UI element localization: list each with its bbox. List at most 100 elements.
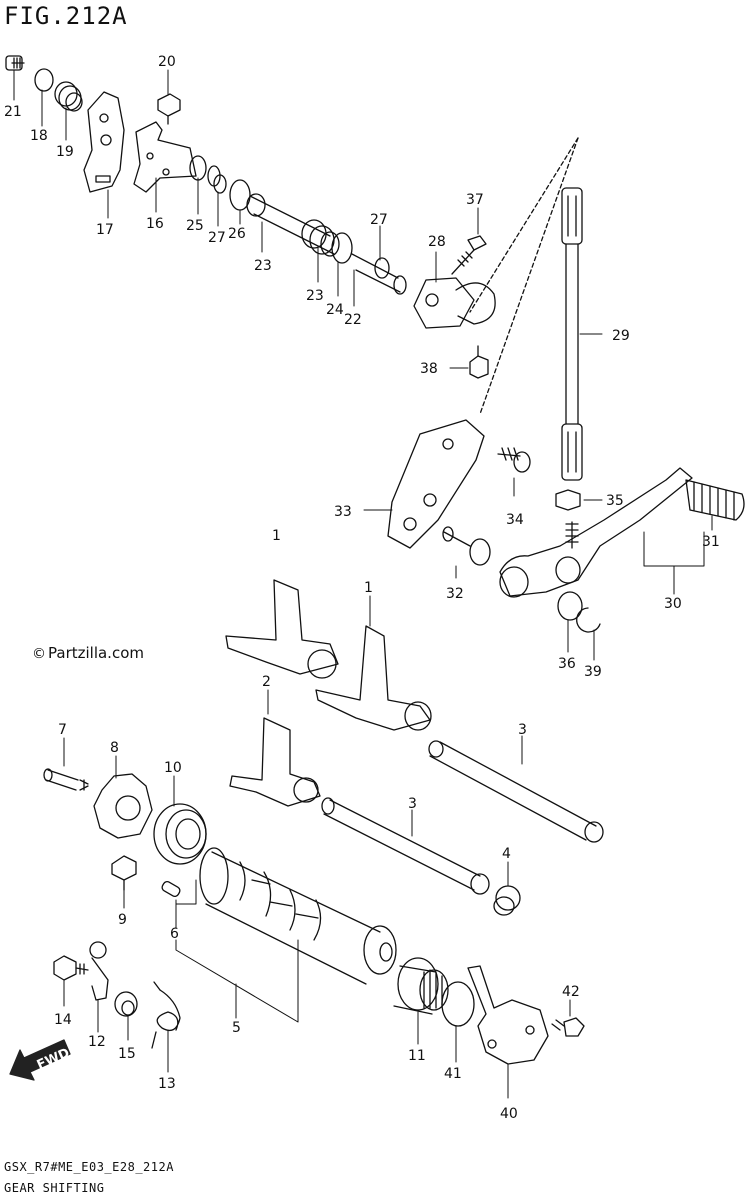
callout-12: 12 — [88, 1034, 106, 1050]
callout-8: 8 — [110, 740, 119, 756]
part-3-fork-shaft-a[interactable] — [428, 740, 604, 843]
callout-32: 32 — [446, 586, 464, 602]
callout-20: 20 — [158, 54, 176, 70]
part-33-lever[interactable] — [387, 419, 485, 549]
part-24-oil-seal[interactable] — [331, 232, 353, 264]
part-15-collar[interactable] — [114, 991, 138, 1017]
part-34-bolt[interactable] — [497, 447, 531, 473]
callout-7: 7 — [58, 722, 67, 738]
callout-35: 35 — [606, 493, 624, 509]
callout-13: 13 — [158, 1076, 176, 1092]
part-11-needle-bearing[interactable] — [393, 957, 449, 1015]
part-19-spring[interactable] — [54, 81, 83, 112]
leader-29-dash-b — [469, 137, 579, 313]
callout-15: 15 — [118, 1046, 136, 1062]
watermark: ©Partzilla.com — [32, 644, 144, 662]
part-39-clip[interactable] — [576, 607, 601, 633]
callout-33: 33 — [334, 504, 352, 520]
footer-code: GSX_R7#ME_E03_E28_212A — [4, 1160, 174, 1174]
callout-40: 40 — [500, 1106, 518, 1122]
part-22-spline-end[interactable] — [351, 253, 407, 295]
callout-21: 21 — [4, 104, 22, 120]
part-27-clip-b[interactable] — [374, 257, 390, 279]
callout-25: 25 — [186, 218, 204, 234]
part-18-washer[interactable] — [34, 68, 54, 92]
callout-17: 17 — [96, 222, 114, 238]
callout-3-a: 3 — [518, 722, 527, 738]
part-29-rod[interactable] — [561, 187, 583, 481]
callout-24: 24 — [326, 302, 344, 318]
callout-18: 18 — [30, 128, 48, 144]
callout-27-a: 27 — [208, 230, 226, 246]
part-14-bolt[interactable] — [53, 955, 89, 981]
part-31-pedal-rubber[interactable] — [685, 479, 745, 521]
callout-5: 5 — [232, 1020, 241, 1036]
part-3-fork-shaft-b[interactable] — [321, 797, 490, 895]
leader-29-dash — [479, 137, 579, 415]
callout-34: 34 — [506, 512, 524, 528]
callout-31: 31 — [702, 534, 720, 550]
callout-39: 39 — [584, 664, 602, 680]
callout-28: 28 — [428, 234, 446, 250]
callout-1-b: 1 — [364, 580, 373, 596]
part-30-shift-pedal[interactable] — [499, 467, 693, 598]
part-37-bolt[interactable] — [451, 235, 487, 275]
callout-1-a: 1 — [272, 528, 281, 544]
part-4-plug[interactable] — [493, 885, 521, 916]
callout-9: 9 — [118, 912, 127, 928]
callout-22: 22 — [344, 312, 362, 328]
figure-title: FIG.212A — [4, 2, 128, 30]
callout-23-b: 23 — [306, 288, 324, 304]
callout-27-b: 27 — [370, 212, 388, 228]
part-41-o-ring[interactable] — [441, 981, 475, 1027]
watermark-text: Partzilla.com — [48, 644, 144, 662]
part-27-clip[interactable] — [213, 174, 227, 194]
callout-6: 6 — [170, 926, 179, 942]
part-2-shift-fork-c[interactable] — [229, 717, 321, 807]
callout-36: 36 — [558, 656, 576, 672]
part-35-nut[interactable] — [555, 489, 581, 511]
callout-37: 37 — [466, 192, 484, 208]
callout-23-a: 23 — [254, 258, 272, 274]
part-13-spring[interactable] — [151, 981, 181, 1049]
callout-4: 4 — [502, 846, 511, 862]
part-32-pivot-bolt[interactable] — [442, 526, 491, 566]
part-5-shift-cam[interactable] — [199, 847, 397, 985]
callout-42: 42 — [562, 984, 580, 1000]
part-36-washer[interactable] — [557, 591, 583, 621]
part-7-pin[interactable] — [43, 768, 89, 791]
part-6-pin[interactable] — [161, 880, 182, 898]
part-23-shaft[interactable] — [246, 193, 340, 257]
part-12-plate[interactable] — [89, 941, 109, 1001]
callout-2: 2 — [262, 674, 271, 690]
callout-10: 10 — [164, 760, 182, 776]
callout-3-b: 3 — [408, 796, 417, 812]
callout-16: 16 — [146, 216, 164, 232]
part-42-bolt[interactable] — [551, 1017, 585, 1037]
callout-30: 30 — [664, 596, 682, 612]
part-1-shift-fork-a[interactable] — [225, 579, 339, 679]
callout-26: 26 — [228, 226, 246, 242]
callout-29: 29 — [612, 328, 630, 344]
copyright-icon: © — [32, 646, 46, 662]
part-10-bearing[interactable] — [153, 803, 207, 865]
callout-11: 11 — [408, 1048, 426, 1064]
callout-41: 41 — [444, 1066, 462, 1082]
part-17-plate[interactable] — [83, 91, 125, 193]
callout-labels: 1 1 2 3 3 4 5 6 7 8 9 10 11 12 13 14 15 … — [4, 54, 720, 1122]
part-16-arm[interactable] — [133, 121, 197, 193]
callout-14: 14 — [54, 1012, 72, 1028]
part-28-joint[interactable] — [413, 277, 496, 329]
callout-38: 38 — [420, 361, 438, 377]
part-20-bolt[interactable] — [157, 93, 181, 125]
part-8-cam-guide[interactable] — [93, 773, 153, 839]
footer-title: GEAR SHIFTING — [4, 1181, 105, 1195]
part-38-nut[interactable] — [469, 345, 489, 379]
part-1-shift-fork-b[interactable] — [315, 625, 432, 731]
callout-19: 19 — [56, 144, 74, 160]
part-40-cover[interactable] — [467, 965, 549, 1065]
part-21-bolt[interactable] — [5, 55, 25, 71]
leader-lines — [13, 69, 713, 1099]
fwd-arrow-icon — [9, 1039, 71, 1081]
